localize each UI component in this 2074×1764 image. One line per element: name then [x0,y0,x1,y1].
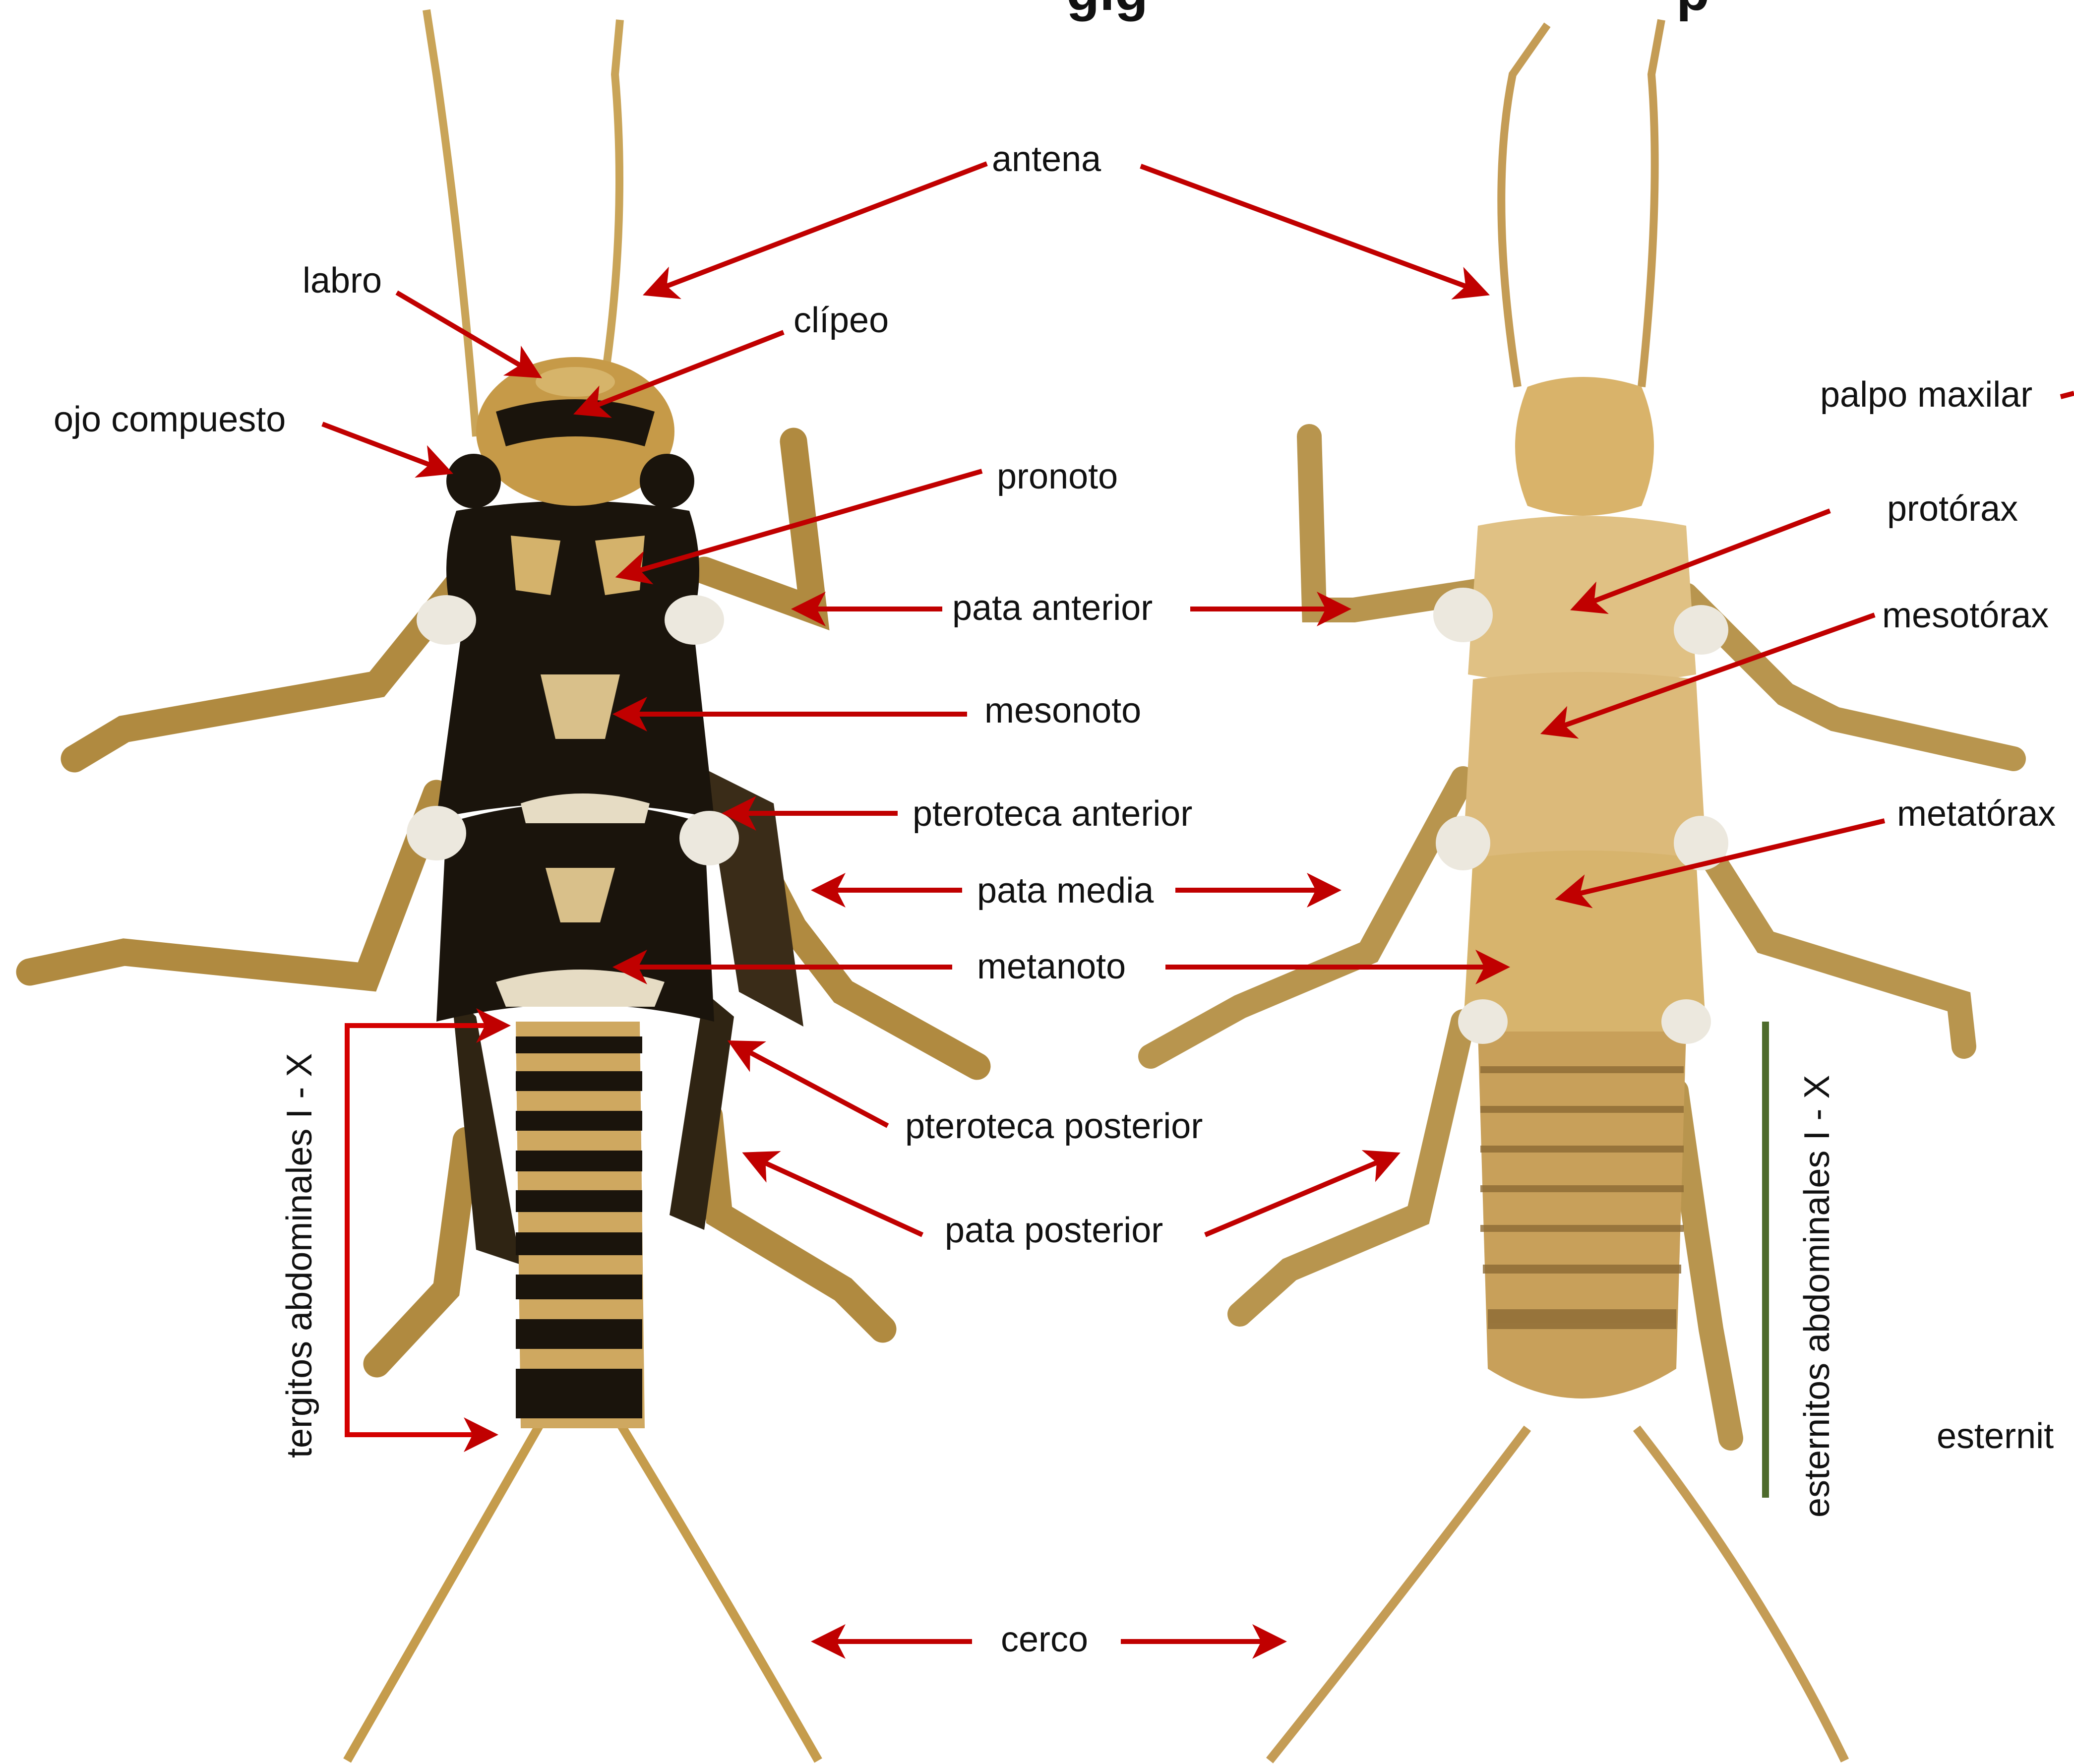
label-antena: antena [992,139,1101,179]
label-esternito-partial: esternit [1937,1416,2054,1456]
label-metatorax: metatórax [1897,794,2056,834]
label-protorax: protórax [1887,489,2018,529]
title-fragment-right: p [1676,0,1709,22]
label-clipeo: clípeo [793,301,889,340]
stonefly-nymph-dorsal-view-icon [30,10,977,1761]
label-labro: labro [303,261,382,301]
label-pata-posterior: pata posterior [945,1211,1163,1250]
label-esternitos-abdominales: esternitos abdominales I - X [1797,1075,1837,1518]
label-pteroteca-posterior: pteroteca posterior [905,1106,1203,1146]
label-pata-media: pata media [977,871,1154,911]
label-pata-anterior: pata anterior [952,588,1153,628]
label-mesotorax: mesotórax [1882,596,2049,635]
label-ojo-compuesto: ojo compuesto [54,400,286,439]
label-pronoto: pronoto [997,457,1118,496]
label-cerco: cerco [1001,1620,1088,1659]
title-fragment: gig [1066,0,1148,22]
label-metanoto: metanoto [977,947,1126,986]
label-mesonoto: mesonoto [984,691,1141,730]
label-pteroteca-anterior: pteroteca anterior [913,794,1192,834]
label-palpo-maxilar: palpo maxilar [1820,375,2032,415]
label-tergitos-abdominales: tergitos abdominales I - X [280,1053,319,1458]
